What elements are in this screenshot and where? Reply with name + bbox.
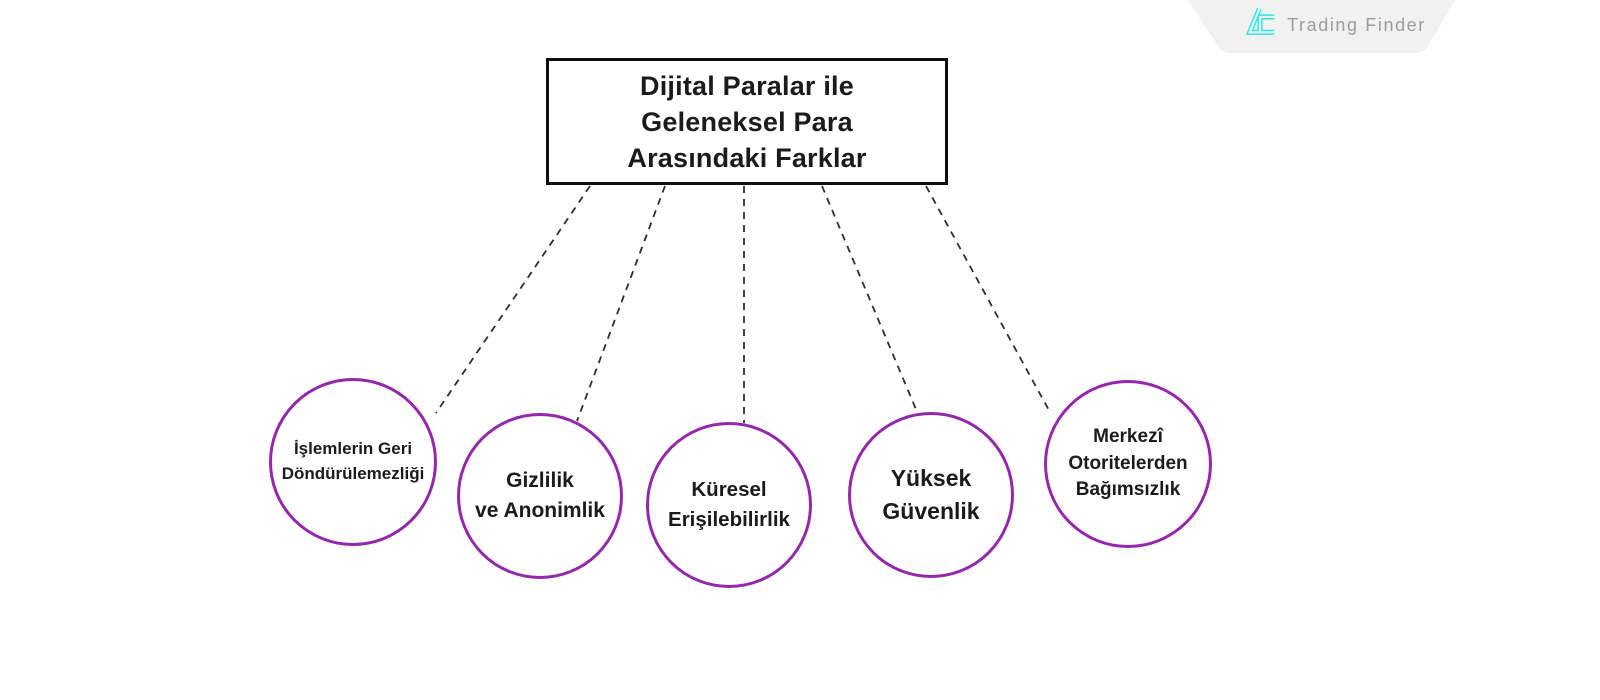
brand-name: Trading Finder [1287,14,1426,35]
node-label: Gizlilik ve Anonimlik [475,468,605,522]
title-box: Dijital Paralar ile Geleneksel Para Aras… [546,58,948,185]
brand-lockup: Trading Finder [1188,0,1458,50]
connector-line-2 [576,185,666,422]
node-high-security-circle: Yüksek Güvenlik [848,412,1014,578]
node-label: İşlemlerin Geri Döndürülemezliği [281,439,425,483]
node-label: Küresel Erişilebilirlik [668,478,790,531]
node-privacy-anonymity-circle: Gizlilik ve Anonimlik [457,413,623,579]
connector-line-4 [821,185,919,415]
trading-finder-logo-icon [1246,7,1275,35]
diagram-title: Dijital Paralar ile Geleneksel Para Aras… [627,70,867,173]
node-label: Merkezî Otoritelerden Bağımsızlık [1068,426,1188,501]
node-global-accessibility-circle: Küresel Erişilebilirlik [646,422,812,588]
node-irreversibility-circle: İşlemlerin Geri Döndürülemezliği [269,378,437,546]
brand-badge [1188,0,1455,53]
connector-line-1 [435,185,591,414]
connector-line-5 [925,185,1052,415]
node-label: Yüksek Güvenlik [882,464,980,524]
node-independence-circle: Merkezî Otoritelerden Bağımsızlık [1044,380,1212,548]
